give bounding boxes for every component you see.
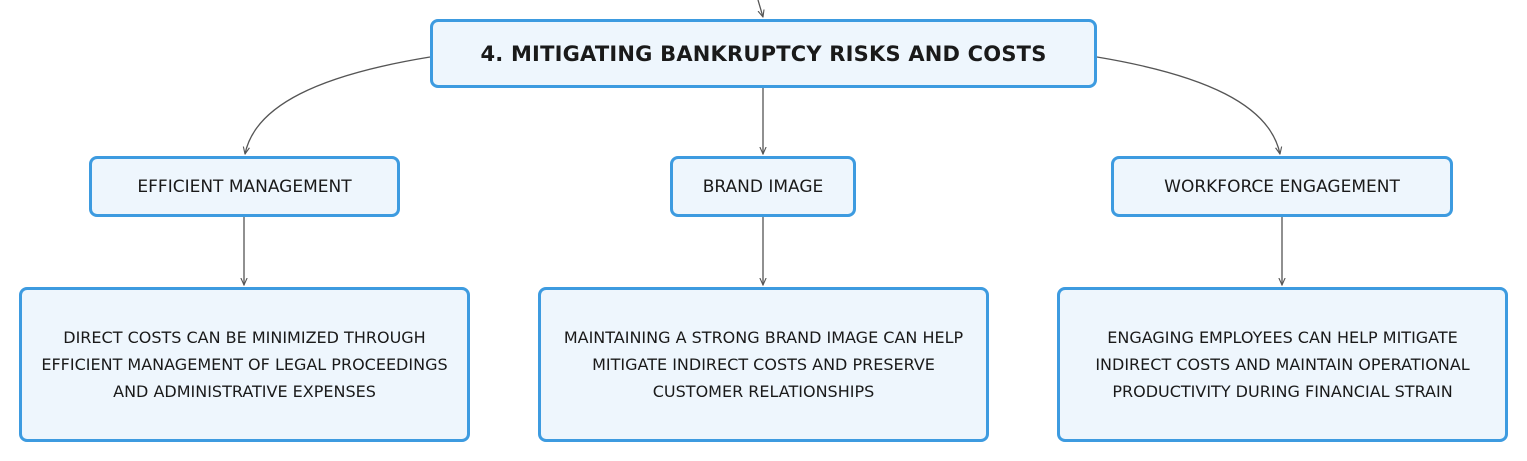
branch-label: BRAND IMAGE <box>702 176 824 197</box>
detail-text: DIRECT COSTS CAN BE MINIMIZED THROUGH EF… <box>41 328 448 401</box>
branch-node-brand-image[interactable]: BRAND IMAGE <box>670 156 856 217</box>
detail-text: ENGAGING EMPLOYEES CAN HELP MITIGATE IND… <box>1095 328 1470 401</box>
connector-root-to-workforce-engagement <box>1096 56 1280 154</box>
branch-label: EFFICIENT MANAGEMENT <box>137 176 352 197</box>
detail-node-workforce-engagement[interactable]: ENGAGING EMPLOYEES CAN HELP MITIGATE IND… <box>1057 287 1508 442</box>
branch-node-efficient-management[interactable]: EFFICIENT MANAGEMENT <box>89 156 400 217</box>
connector-root-to-efficient-management <box>245 56 431 154</box>
detail-node-brand-image[interactable]: MAINTAINING A STRONG BRAND IMAGE CAN HEL… <box>538 287 989 442</box>
detail-node-efficient-management[interactable]: DIRECT COSTS CAN BE MINIMIZED THROUGH EF… <box>19 287 470 442</box>
branch-node-workforce-engagement[interactable]: WORKFORCE ENGAGEMENT <box>1111 156 1453 217</box>
branch-label: WORKFORCE ENGAGEMENT <box>1164 176 1400 197</box>
detail-text: MAINTAINING A STRONG BRAND IMAGE CAN HEL… <box>563 328 964 401</box>
root-topic-label: 4. MITIGATING BANKRUPTCY RISKS AND COSTS <box>480 41 1047 66</box>
parent-connector <box>757 0 763 17</box>
root-topic-node[interactable]: 4. MITIGATING BANKRUPTCY RISKS AND COSTS <box>430 19 1097 88</box>
